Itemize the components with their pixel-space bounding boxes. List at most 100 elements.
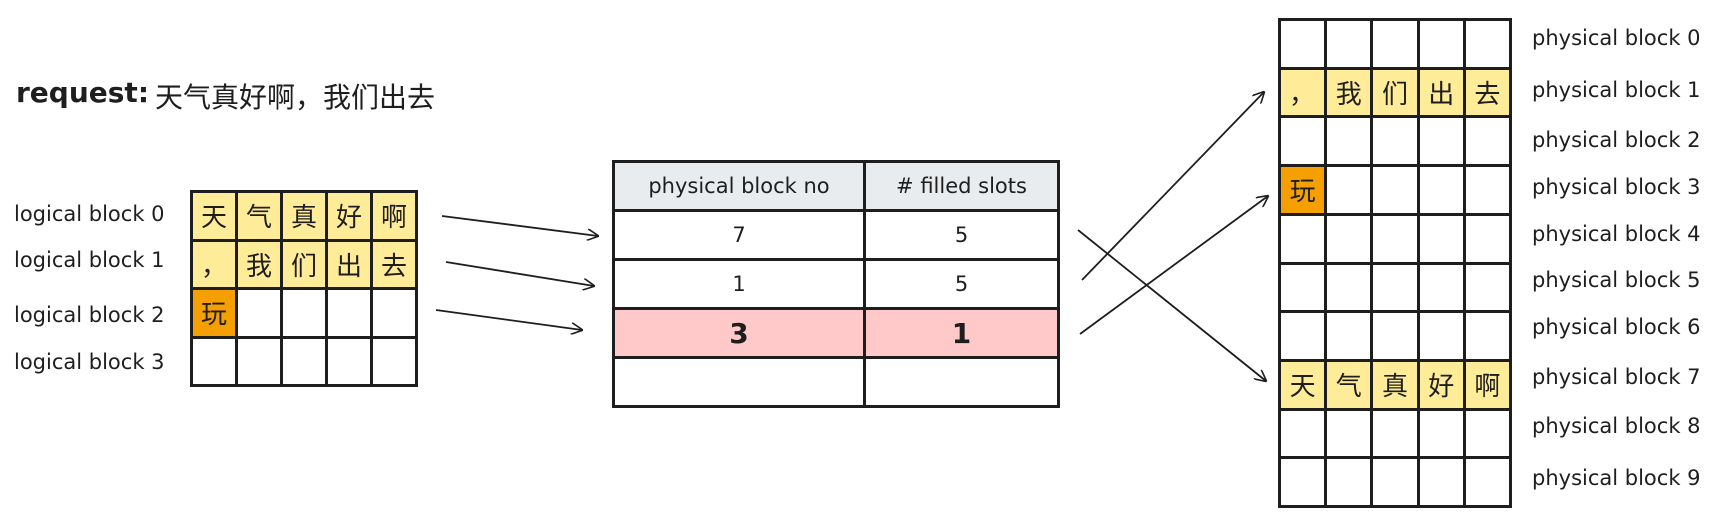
logical-block-slot: 出	[328, 241, 370, 287]
physical-block-slot	[1281, 313, 1325, 359]
logical-block-slot	[283, 290, 325, 336]
logical-block-slot: 天	[193, 193, 235, 239]
physical-block-label: physical block 0	[1532, 26, 1701, 50]
physical-block-slot	[1327, 410, 1371, 457]
arrow-table-row2-to-physical-3	[1079, 196, 1268, 335]
physical-block-slot	[1373, 410, 1417, 457]
physical-block-slot	[1373, 21, 1417, 67]
physical-block-slot	[1419, 167, 1463, 213]
physical-block-label: physical block 2	[1532, 128, 1701, 152]
logical-block-slot: 真	[283, 193, 325, 239]
logical-block-slot: ，	[193, 241, 235, 287]
block-table: physical block no # filled slots 7 5 1 5…	[612, 160, 1060, 408]
logical-block-slot: 们	[283, 241, 325, 287]
logical-block-label: logical block 1	[14, 248, 165, 272]
block-table-cell-physical: 1	[615, 261, 863, 307]
block-table-cell-filled-highlight: 1	[866, 310, 1057, 356]
logical-block-slot	[328, 338, 370, 384]
physical-block-slot	[1465, 21, 1509, 67]
logical-block-slot	[238, 338, 280, 384]
block-table-header-filled: # filled slots	[866, 163, 1057, 209]
logical-blocks-grid: 天气真好啊 ，我们出去玩	[190, 190, 418, 387]
physical-block-slot: 好	[1419, 361, 1463, 408]
arrow-logical-1-to-table	[445, 261, 594, 286]
physical-block-slot	[1327, 459, 1371, 505]
logical-block-slot: 好	[328, 193, 370, 239]
logical-block-slot: 啊	[373, 193, 415, 239]
physical-block-slot	[1465, 313, 1509, 359]
block-table-cell-physical-highlight: 3	[615, 310, 863, 356]
physical-block-slot	[1281, 264, 1325, 311]
block-table-cell-filled: 5	[866, 261, 1057, 307]
physical-block-slot: ，	[1281, 69, 1325, 116]
physical-block-slot	[1327, 264, 1371, 311]
block-table-cell-filled	[866, 359, 1057, 405]
physical-block-slot	[1373, 167, 1417, 213]
physical-block-slot	[1373, 459, 1417, 505]
physical-block-slot: 出	[1419, 69, 1463, 116]
block-table-header-physical: physical block no	[615, 163, 863, 209]
block-table-cell-filled: 5	[866, 212, 1057, 258]
physical-block-slot	[1281, 21, 1325, 67]
physical-block-slot	[1281, 215, 1325, 262]
physical-block-slot	[1419, 215, 1463, 262]
physical-block-slot	[1419, 21, 1463, 67]
physical-block-slot	[1373, 215, 1417, 262]
physical-block-slot	[1281, 118, 1325, 165]
logical-block-label: logical block 3	[14, 350, 165, 374]
physical-block-slot: 们	[1373, 69, 1417, 116]
physical-block-slot	[1327, 21, 1371, 67]
physical-block-slot: 气	[1327, 361, 1371, 408]
physical-block-slot	[1281, 459, 1325, 505]
physical-block-slot	[1465, 410, 1509, 457]
physical-block-slot: 去	[1465, 69, 1509, 116]
physical-block-slot	[1327, 118, 1371, 165]
physical-block-slot	[1419, 264, 1463, 311]
physical-block-slot	[1327, 215, 1371, 262]
logical-block-slot: 去	[373, 241, 415, 287]
physical-block-slot	[1373, 313, 1417, 359]
logical-block-label: logical block 0	[14, 202, 165, 226]
physical-block-slot	[1419, 459, 1463, 505]
physical-block-slot	[1419, 118, 1463, 165]
physical-block-slot	[1419, 313, 1463, 359]
physical-block-label: physical block 5	[1532, 268, 1701, 292]
physical-block-slot	[1373, 118, 1417, 165]
logical-block-slot	[283, 338, 325, 384]
block-table-cell-physical: 7	[615, 212, 863, 258]
request-text: 天气真好啊，我们出去	[155, 81, 436, 114]
physical-block-label: physical block 8	[1532, 414, 1701, 438]
arrow-logical-2-to-table	[435, 309, 582, 330]
physical-block-label: physical block 6	[1532, 315, 1701, 339]
physical-block-slot	[1465, 118, 1509, 165]
physical-block-label: physical block 4	[1532, 222, 1701, 246]
logical-block-slot: 气	[238, 193, 280, 239]
physical-block-slot: 我	[1327, 69, 1371, 116]
physical-block-slot	[1327, 167, 1371, 213]
logical-block-label: logical block 2	[14, 303, 165, 327]
logical-block-slot	[238, 290, 280, 336]
block-table-cell-physical	[615, 359, 863, 405]
logical-block-slot: 我	[238, 241, 280, 287]
physical-block-label: physical block 3	[1532, 175, 1701, 199]
logical-block-slot: 玩	[193, 290, 235, 336]
physical-block-slot: 天	[1281, 361, 1325, 408]
arrow-logical-0-to-table	[441, 215, 598, 236]
physical-block-label: physical block 1	[1532, 78, 1701, 102]
physical-block-label: physical block 7	[1532, 365, 1701, 389]
physical-block-slot	[1419, 410, 1463, 457]
logical-block-slot	[193, 338, 235, 384]
physical-block-slot	[1465, 459, 1509, 505]
logical-block-slot	[373, 338, 415, 384]
physical-block-slot: 玩	[1281, 167, 1325, 213]
physical-block-slot	[1281, 410, 1325, 457]
physical-blocks-grid: ，我们出去玩天气真好啊	[1278, 18, 1512, 508]
physical-block-slot	[1465, 167, 1509, 213]
arrow-table-row1-to-physical-1	[1081, 92, 1264, 281]
physical-block-slot	[1465, 264, 1509, 311]
physical-block-label: physical block 9	[1532, 466, 1701, 490]
request-label: request:	[16, 76, 150, 109]
physical-block-slot: 真	[1373, 361, 1417, 408]
